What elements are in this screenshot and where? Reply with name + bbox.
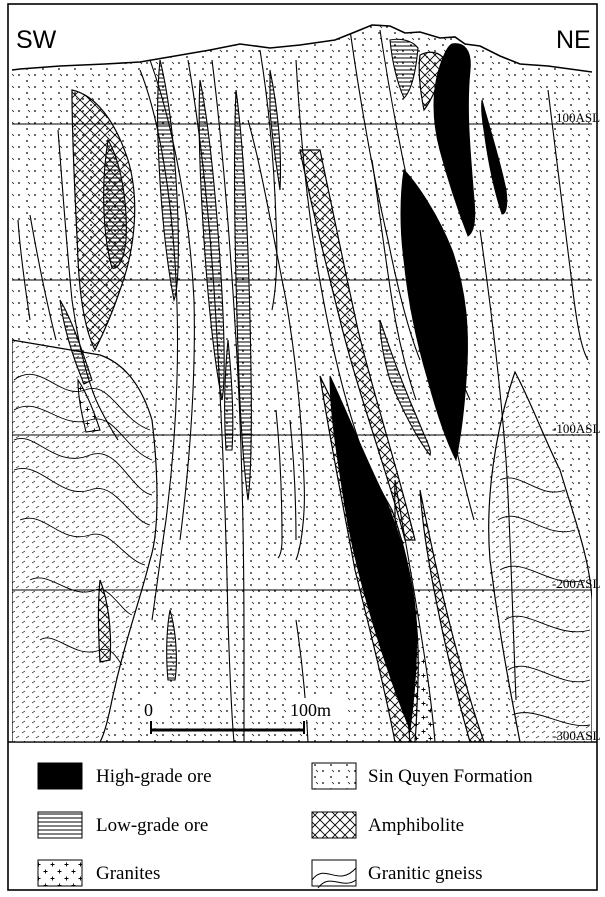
level-label-minus-200asl: -200ASL: [552, 576, 600, 591]
legend-label-granites: Granites: [96, 863, 160, 884]
level-label-minus-300asl: -300ASL: [552, 728, 600, 743]
legend-item-granites: Granites: [38, 860, 160, 886]
legend-label-sin-quyen: Sin Quyen Formation: [368, 766, 533, 787]
legend-item-sin-quyen: Sin Quyen Formation: [312, 763, 533, 789]
cross-section: [8, 20, 598, 750]
legend-label-high-grade-ore: High-grade ore: [96, 766, 212, 787]
scale-bar-end-label: 100m: [290, 700, 331, 720]
legend-swatch-sin-quyen: [312, 763, 356, 789]
legend-swatch-low-grade-ore: [38, 812, 82, 838]
legend-label-low-grade-ore: Low-grade ore: [96, 815, 208, 836]
level-label-100asl: 100ASL: [556, 110, 600, 125]
legend-item-granitic-gneiss: Granitic gneiss: [312, 860, 483, 888]
legend-swatch-granites: [38, 860, 82, 886]
orientation-label-ne: NE: [556, 26, 591, 54]
legend-label-amphibolite: Amphibolite: [368, 815, 464, 836]
legend-swatch-amphibolite: [312, 812, 356, 838]
orientation-label-sw: SW: [16, 26, 57, 54]
legend-item-high-grade-ore: High-grade ore: [38, 763, 212, 789]
legend-swatch-high-grade-ore: [38, 763, 82, 789]
scale-bar-start-label: 0: [144, 700, 153, 720]
legend-item-low-grade-ore: Low-grade ore: [38, 812, 208, 838]
level-label-minus-100asl: -100ASL: [552, 421, 600, 436]
legend-label-granitic-gneiss: Granitic gneiss: [368, 863, 483, 884]
legend-item-amphibolite: Amphibolite: [312, 812, 464, 838]
